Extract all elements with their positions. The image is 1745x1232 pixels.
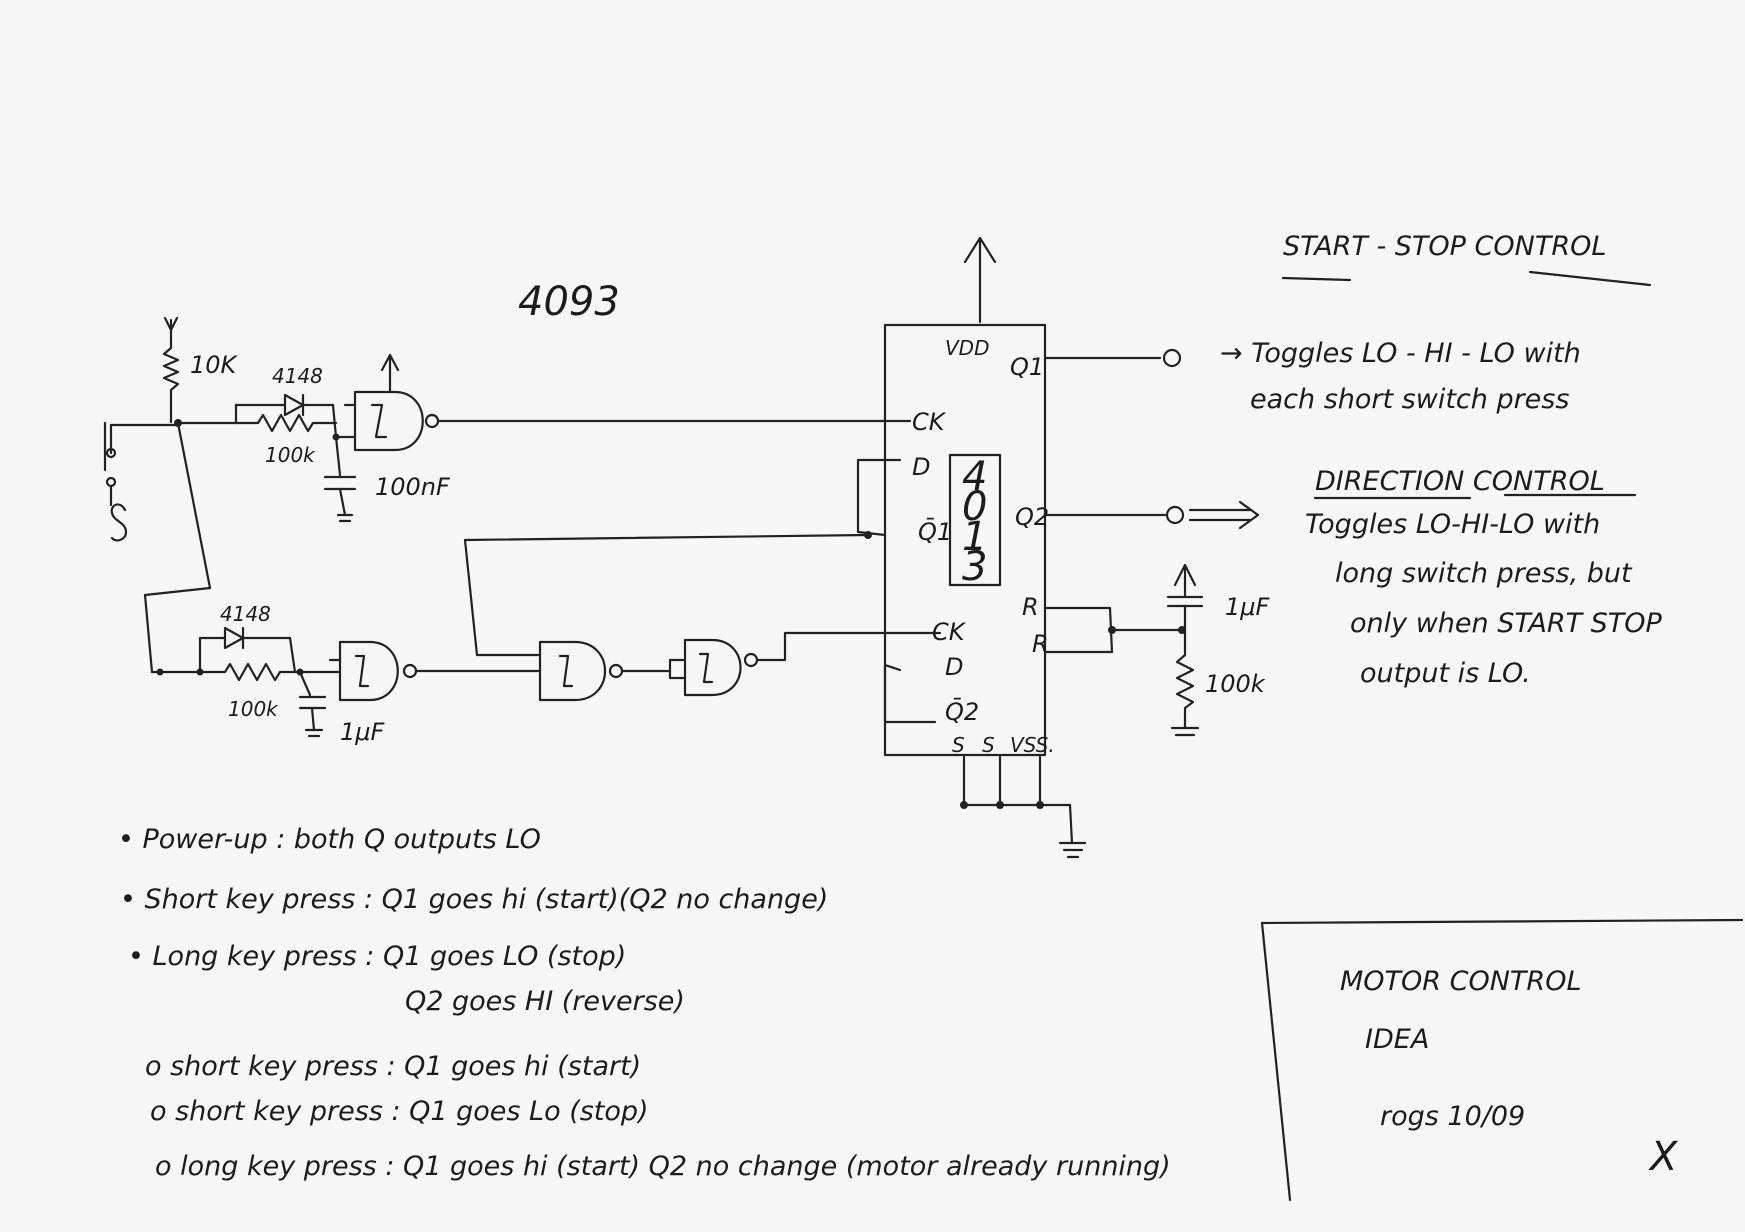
debounce-network-1 <box>234 393 357 523</box>
pin-q2bar: Q̄2 <box>945 697 979 726</box>
pin-r1: R <box>1022 593 1039 621</box>
note-line: o long key press : Q1 goes hi (start) Q2… <box>155 1151 1171 1182</box>
start-stop-desc: each short switch press <box>1250 384 1569 415</box>
r3-label: 100k <box>1205 670 1266 698</box>
pin-s2: S <box>982 733 995 757</box>
schmitt-nand-gate-1 <box>343 353 440 452</box>
pin-ck1: CK <box>912 408 947 436</box>
pin-vss: VSS. <box>1010 733 1055 757</box>
author-date: rogs 10/09 <box>1380 1101 1525 1132</box>
diode2-label: 4148 <box>220 602 271 626</box>
c2-label: 1μF <box>340 718 386 746</box>
title-line-2: IDEA <box>1365 1024 1429 1055</box>
push-switch <box>103 421 180 542</box>
pin-s1: S <box>952 733 965 757</box>
diode1-label: 4148 <box>272 364 323 388</box>
pullup-resistor <box>162 316 180 424</box>
schmitt-nand-gate-2 <box>328 640 418 702</box>
pin-vdd: VDD <box>945 336 989 360</box>
direction-desc: only when START STOP <box>1350 608 1663 639</box>
chip-4013-digit: 1 <box>962 514 987 560</box>
title-line-1: MOTOR CONTROL <box>1340 966 1581 997</box>
pin-d1: D <box>912 453 930 481</box>
chip-4013-digit: 0 <box>962 484 987 530</box>
pin-q2: Q2 <box>1015 503 1049 531</box>
note-line: Q2 goes HI (reverse) <box>405 986 685 1017</box>
reset-rc-network <box>1166 563 1204 737</box>
pin-ck2: CK <box>932 618 967 646</box>
chip-4013-digit: 3 <box>962 544 987 590</box>
direction-desc: Toggles LO-HI-LO with <box>1305 509 1600 540</box>
note-line: o short key press : Q1 goes hi (start) <box>145 1051 641 1082</box>
debounce-network-2 <box>150 626 342 738</box>
c1-label: 100nF <box>375 473 451 501</box>
note-line: • Power-up : both Q outputs LO <box>118 824 541 855</box>
pullup-resistor-label: 10K <box>190 351 239 379</box>
direction-desc: long switch press, but <box>1335 558 1633 589</box>
pin-d2: D <box>945 653 963 681</box>
note-line: • Short key press : Q1 goes hi (start)(Q… <box>120 884 828 915</box>
c3-label: 1μF <box>1225 593 1271 621</box>
schmitt-nand-gate-3 <box>538 640 624 702</box>
note-line: • Long key press : Q1 goes LO (stop) <box>128 941 626 972</box>
r1-label: 100k <box>265 443 316 467</box>
pin-r2: R <box>1032 630 1049 658</box>
schmitt-nand-gate-4 <box>668 638 759 697</box>
pin-q1: Q1 <box>1010 353 1044 381</box>
start-stop-desc: → Toggles LO - HI - LO with <box>1220 338 1581 369</box>
r2-label: 100k <box>228 697 279 721</box>
sheet-mark: X <box>1648 1134 1679 1180</box>
direction-title: DIRECTION CONTROL <box>1315 466 1605 497</box>
note-line: o short key press : Q1 goes Lo (stop) <box>150 1096 649 1127</box>
pin-q1bar: Q̄1 <box>918 517 952 546</box>
chip-4013-digit: 4 <box>962 454 987 500</box>
chip-4093-label: 4093 <box>518 279 620 325</box>
flipflop-4013 <box>856 236 1187 859</box>
direction-desc: output is LO. <box>1360 658 1531 689</box>
title-block <box>1260 918 1744 1202</box>
start-stop-title: START - STOP CONTROL <box>1283 231 1606 262</box>
